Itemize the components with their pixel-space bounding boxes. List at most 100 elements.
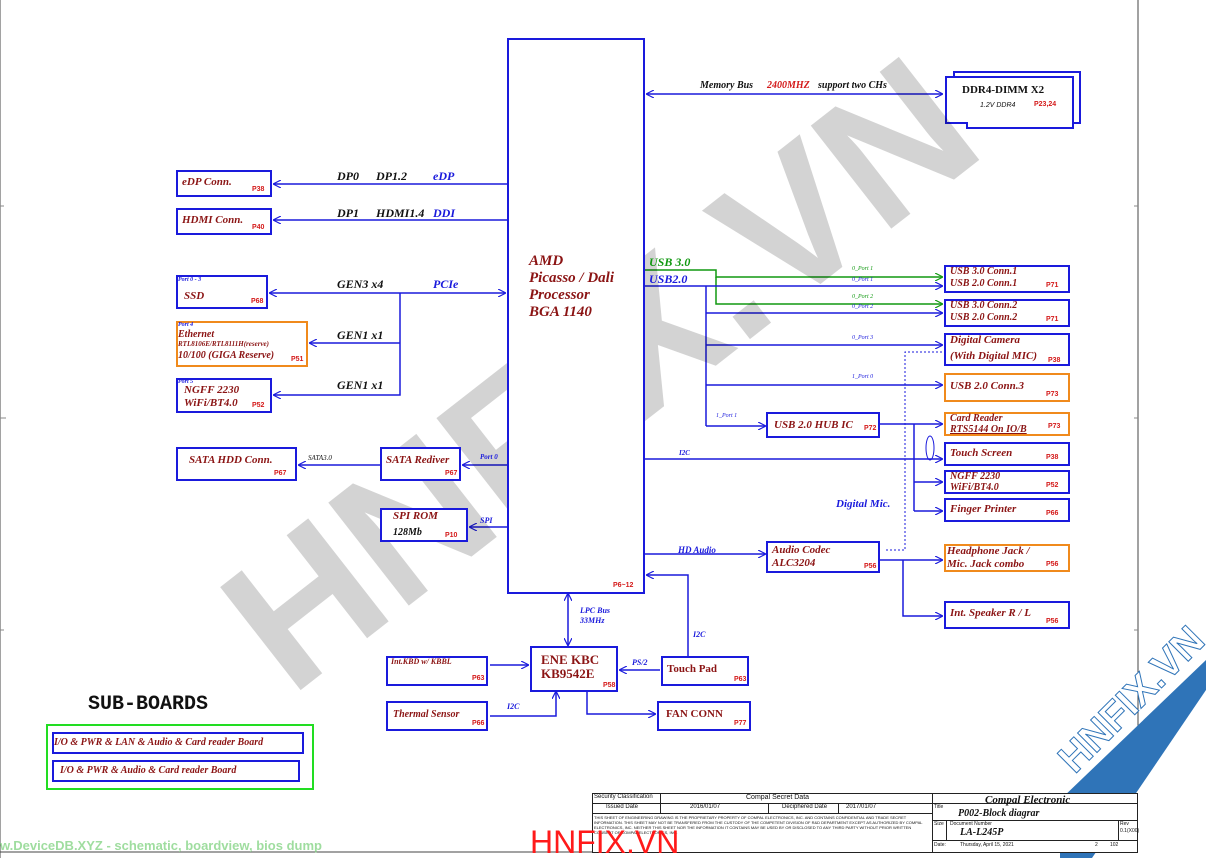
spi-rom-label: SPI ROM: [393, 510, 438, 522]
eth-page: P51: [291, 356, 304, 363]
usb-conn2a: USB 3.0 Conn.2: [950, 300, 1018, 311]
edp-label: eDP Conn.: [182, 176, 232, 188]
thermal-i2c-label: I2C: [507, 702, 520, 711]
subboard-2-label: I/O & PWR & Audio & Card reader Board: [60, 765, 237, 776]
hdmi-conn-box[interactable]: [176, 208, 272, 235]
speaker-box[interactable]: [944, 601, 1070, 629]
usb-p0-3: 0_Port 3: [852, 335, 874, 341]
usb-conn2-box[interactable]: [944, 299, 1070, 327]
date-label: Date:: [934, 842, 946, 848]
memory-bus-label: Memory Bus: [700, 80, 754, 91]
eth-l1: Ethernet: [178, 329, 215, 340]
audio-codec-box[interactable]: [766, 541, 880, 573]
redriver-page: P67: [445, 470, 458, 477]
sata-hdd-label: SATA HDD Conn.: [189, 454, 273, 466]
sata-hdd-box[interactable]: [176, 447, 297, 481]
touchpad-label: Touch Pad: [667, 663, 718, 675]
ethernet-box[interactable]: [176, 321, 308, 367]
memory-speed: 2400MHZ: [767, 80, 810, 91]
usb-hub-label: USB 2.0 HUB IC: [774, 419, 853, 431]
tp-i2c-label: I2C: [693, 630, 706, 639]
finger-printer-box[interactable]: [944, 498, 1070, 522]
ssd-box[interactable]: [176, 275, 268, 309]
card-l1: Card Reader: [950, 413, 1003, 424]
subboard-1-box[interactable]: [52, 732, 304, 754]
cpu-line4: BGA 1140: [529, 304, 592, 320]
digital-camera-box[interactable]: [944, 333, 1070, 366]
speaker-label: Int. Speaker R / L: [950, 607, 1031, 619]
cpu-page: P6~12: [613, 582, 634, 589]
docnum-value: LA-L245P: [960, 827, 1004, 838]
kbc-box[interactable]: [530, 646, 618, 692]
edp-conn-box[interactable]: [176, 170, 272, 197]
fan-conn-box[interactable]: [657, 701, 751, 731]
usb-p0-2-green: 0_Port 2: [852, 294, 874, 300]
sheet-title: P002-Block diagrar: [958, 808, 1040, 819]
subboards-title: SUB-BOARDS: [88, 693, 209, 716]
ngff-port: Port 5: [178, 379, 194, 385]
touch-screen-label: Touch Screen: [950, 447, 1013, 459]
keyboard-label: Int.KBD w/ KBBL: [391, 657, 452, 666]
title-label: Title: [934, 804, 944, 810]
spi-bus: SPI: [480, 516, 493, 525]
thermal-sensor-box[interactable]: [386, 701, 488, 731]
docnum-label: Document Number: [950, 821, 992, 827]
speaker-page: P56: [1046, 618, 1059, 625]
pcie-gen1b: GEN1 x1: [337, 378, 384, 392]
card-l2: RTS5144 On IO/B: [950, 424, 1027, 435]
dimm-page: P23,24: [1034, 101, 1057, 108]
touch-screen-box[interactable]: [944, 442, 1070, 466]
lpc-bus-label: LPC Bus: [580, 606, 611, 615]
cpu-line2: Picasso / Dali: [529, 270, 614, 286]
thermal-label: Thermal Sensor: [393, 709, 460, 720]
ssd-label: SSD: [184, 290, 205, 302]
usb-conn1b: USB 2.0 Conn.1: [950, 278, 1018, 289]
deciphered-value: 2017/01/07: [846, 804, 877, 810]
rev-label: Rev: [1120, 821, 1129, 827]
usb30-label: USB 3.0: [649, 255, 691, 269]
company-name: Compal Electronic: [985, 794, 1071, 806]
hdmi-label: HDMI Conn.: [182, 214, 244, 226]
subboard-1-label: I/O & PWR & LAN & Audio & Card reader Bo…: [54, 737, 264, 748]
cpu-block[interactable]: [507, 38, 645, 594]
spi-rom-box[interactable]: [380, 508, 468, 542]
ngff-usb-box[interactable]: [944, 470, 1070, 494]
headphone-box[interactable]: [944, 544, 1070, 572]
edp-sig2: DP1.2: [376, 169, 407, 183]
issued-value: 2016/01/07: [690, 804, 721, 810]
subboard-2-box[interactable]: [52, 760, 300, 782]
watermark-devicedb: w.DeviceDB.XYZ - schematic, boardview, b…: [0, 838, 322, 853]
card-reader-box[interactable]: [944, 412, 1070, 436]
eth-port: Port 4: [178, 322, 194, 328]
usb-p1-1: 1_Port 1: [716, 413, 738, 419]
sata-port: Port 0: [480, 453, 498, 461]
kbc-l1: ENE KBC: [541, 652, 600, 667]
usb-hub-box[interactable]: [766, 412, 880, 438]
eth-l2: RTL8106E/RTL8111H(reserve): [178, 340, 269, 348]
sata30-label: SATA3.0: [308, 454, 332, 462]
ps2-label: PS/2: [632, 658, 648, 667]
usb-conn3-box[interactable]: [944, 373, 1070, 402]
size-label: Size: [934, 821, 944, 827]
keyboard-page: P63: [472, 675, 485, 682]
usb-p0-2-blue: 0_Port 2: [852, 304, 874, 310]
usb-conn1-box[interactable]: [944, 265, 1070, 293]
ngff-wifi-box[interactable]: [176, 378, 272, 413]
usb-conn2b: USB 2.0 Conn.2: [950, 312, 1018, 323]
finger-printer-page: P66: [1046, 510, 1059, 517]
card-page: P73: [1048, 423, 1061, 430]
touchpad-box[interactable]: [661, 656, 749, 686]
dimm-label: DDR4-DIMM X2: [962, 84, 1045, 96]
digital-mic-label: Digital Mic.: [836, 498, 891, 510]
codec-l2: ALC3204: [772, 557, 816, 569]
usb-hub-page: P72: [864, 425, 877, 432]
spi-size: 128Mb: [393, 527, 422, 538]
sata-redriver-box[interactable]: [380, 447, 461, 481]
secret-label: Compal Secret Data: [746, 794, 810, 801]
dimm-voltage: 1.2V DDR4: [980, 102, 1016, 109]
camera-l1: Digital Camera: [950, 334, 1020, 346]
deciphered-label: Deciphered Date: [782, 804, 828, 810]
keyboard-box[interactable]: [386, 656, 488, 686]
sec-class-label: Security Classification: [594, 794, 653, 800]
title-block-left: [592, 793, 932, 853]
